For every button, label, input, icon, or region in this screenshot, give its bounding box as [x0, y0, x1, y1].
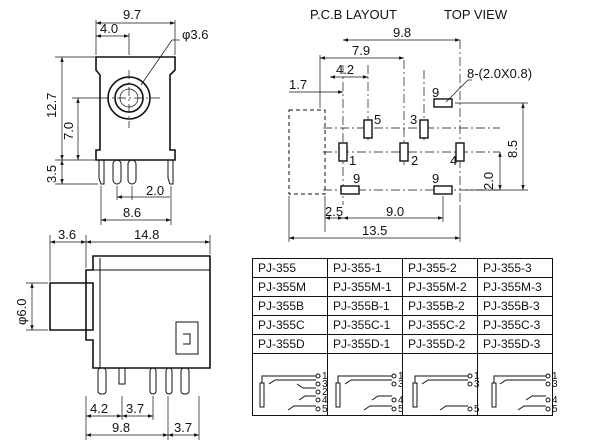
side-tab	[175, 321, 199, 355]
side-pins	[97, 367, 190, 395]
pin-label: 2	[411, 153, 418, 168]
dim-bottom-pitch: 9.0	[386, 204, 404, 219]
dim-pitch-7-9: 7.9	[352, 43, 370, 58]
side-collar	[49, 282, 94, 331]
pad-5	[363, 119, 373, 139]
pad-1	[338, 142, 348, 162]
front-view: 9.7 4.0 φ3.6 12.7 7.0 3.5 2.0 8.6	[44, 7, 209, 225]
pcb-layout: P.C.B LAYOUT TOP VIEW 1 2 3 4 5 9	[288, 7, 532, 242]
pad-9-right	[433, 185, 453, 195]
side-pin	[165, 367, 173, 395]
schematic-pin: 5	[552, 404, 558, 415]
dim-front-extension: 3.6	[58, 227, 76, 242]
dim-offset: 4.0	[100, 21, 118, 36]
dim-diameter: φ6.0	[14, 298, 29, 325]
table-cell: PJ-355M	[252, 277, 328, 297]
pin-label: 3	[410, 112, 417, 127]
side-pin	[97, 367, 107, 395]
front-pin	[112, 159, 122, 185]
pcb-layout-title: P.C.B LAYOUT	[310, 7, 397, 22]
dim-row-gap: 2.0	[481, 172, 496, 190]
dim-pin-span: 8.6	[123, 205, 141, 220]
dim-pin-length: 3.5	[44, 165, 59, 183]
table-cell: PJ-355D-1	[327, 334, 403, 354]
pin-label: 9	[432, 85, 439, 100]
pad-9-top	[433, 98, 453, 108]
jack-outline-dashed	[288, 109, 326, 195]
dim-pitch-4-2: 4.2	[336, 62, 354, 77]
dim-span: 9.8	[112, 420, 130, 435]
front-body-outline	[95, 56, 176, 161]
dim-height: 12.7	[44, 93, 59, 118]
table-cell: PJ-355B-1	[327, 296, 403, 316]
table-cell: PJ-355D	[252, 334, 328, 354]
schematic-pin: 3	[552, 379, 558, 390]
dim-left-offset: 2.5	[325, 204, 343, 219]
pad-4	[455, 142, 465, 162]
dim-body-length: 14.8	[134, 227, 159, 242]
dim-pitch-b: 3.7	[126, 401, 144, 416]
table-cell: PJ-355C	[252, 315, 328, 335]
side-view: 3.6 14.8 φ6.0 4.2 3.7 9.8 3.7	[14, 227, 211, 440]
schematic-cell	[402, 353, 478, 416]
table-cell: PJ-355C-1	[327, 315, 403, 335]
schematic-pin: 1	[552, 371, 558, 382]
table-cell: PJ-355C-2	[402, 315, 478, 335]
dim-total-width: 13.5	[362, 223, 387, 238]
table-cell: PJ-355B	[252, 296, 328, 316]
table-cell: PJ-355D-3	[477, 334, 553, 354]
schematic-row	[252, 353, 553, 416]
table-cell: PJ-355C-3	[477, 315, 553, 335]
dim-pad-size: 8-(2.0X0.8)	[467, 66, 532, 81]
front-pin	[98, 160, 105, 185]
table-row: PJ-355B PJ-355B-1 PJ-355B-2 PJ-355B-3	[252, 296, 553, 316]
dim-edge-offset: 1.7	[289, 77, 307, 92]
dim-row-height: 8.5	[505, 140, 520, 158]
dim-tail: 3.7	[174, 420, 192, 435]
table-cell: PJ-355-2	[402, 258, 478, 278]
schematic-pin: 4	[552, 395, 558, 406]
front-pin	[127, 159, 137, 185]
side-pin	[180, 367, 190, 395]
pin-label: 4	[450, 153, 457, 168]
table-cell: PJ-355-1	[327, 258, 403, 278]
side-body	[85, 255, 211, 369]
dim-overall-pitch: 9.8	[393, 25, 411, 40]
side-pin	[118, 367, 126, 385]
table-cell: PJ-355-3	[477, 258, 553, 278]
pin-label: 9	[353, 171, 360, 186]
schematic-cell	[477, 353, 553, 416]
table-row: PJ-355C PJ-355C-1 PJ-355C-2 PJ-355C-3	[252, 315, 553, 335]
dim-hole: φ3.6	[182, 27, 209, 42]
dim-width: 9.7	[123, 7, 141, 22]
pad-3	[419, 119, 429, 139]
pad-9-left	[340, 185, 360, 195]
table-row: PJ-355M PJ-355M-1 PJ-355M-2 PJ-355M-3	[252, 277, 553, 297]
table-cell: PJ-355B-3	[477, 296, 553, 316]
top-view-title: TOP VIEW	[444, 7, 508, 22]
pin-label: 5	[374, 112, 381, 127]
side-pin	[149, 367, 157, 395]
table-cell: PJ-355	[252, 258, 328, 278]
table-cell: PJ-355D-2	[402, 334, 478, 354]
pad-2	[399, 142, 409, 162]
table-row: PJ-355 PJ-355-1 PJ-355-2 PJ-355-3	[252, 258, 553, 278]
pin-label: 1	[349, 153, 356, 168]
dim-pitch-a: 4.2	[90, 401, 108, 416]
pin-label: 9	[432, 171, 439, 186]
table-row: PJ-355D PJ-355D-1 PJ-355D-2 PJ-355D-3	[252, 334, 553, 354]
front-pins	[98, 159, 174, 185]
dim-center: 7.0	[61, 122, 76, 140]
dim-pin-pitch: 2.0	[146, 183, 164, 198]
table-cell: PJ-355B-2	[402, 296, 478, 316]
front-pin	[167, 160, 174, 185]
table-cell: PJ-355M-2	[402, 277, 478, 297]
table-cell: PJ-355M-3	[477, 277, 553, 297]
model-table: PJ-355 PJ-355-1 PJ-355-2 PJ-355-3 PJ-355…	[252, 258, 553, 416]
schematic-cell	[327, 353, 403, 416]
pcb-pads	[338, 98, 465, 195]
schematic-cell	[252, 353, 328, 416]
table-cell: PJ-355M-1	[327, 277, 403, 297]
